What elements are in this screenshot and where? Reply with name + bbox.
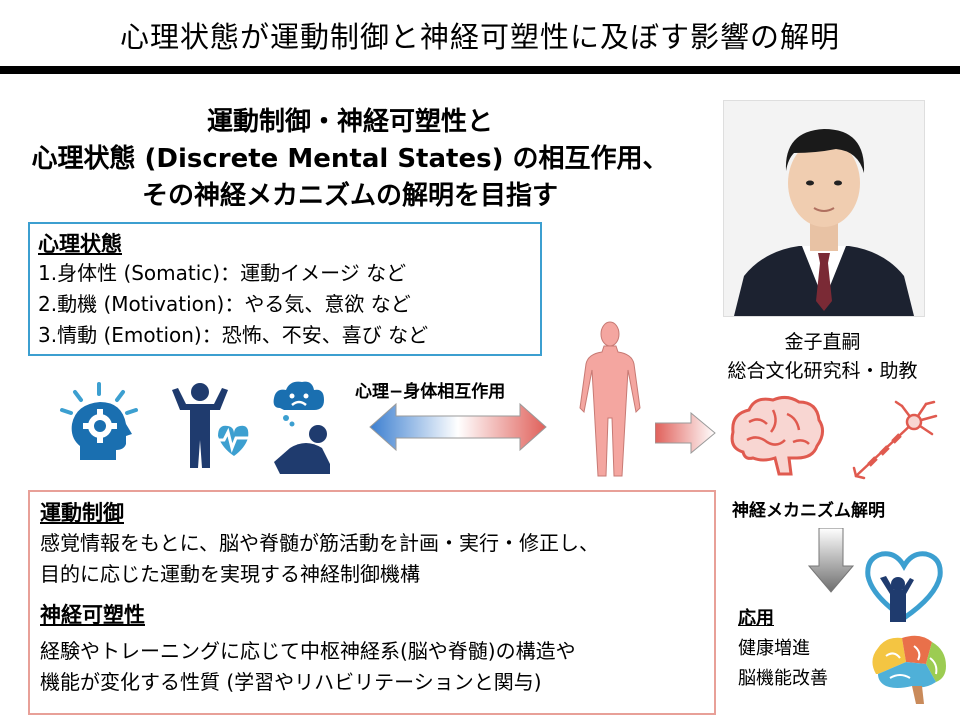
sad-cloud-person-icon xyxy=(270,378,340,474)
motor-control-text: 感覚情報をもとに、脳や脊髄が筋活動を計画・実行・修正し、 xyxy=(40,531,599,555)
definitions-box: 運動制御 感覚情報をもとに、脳や脊髄が筋活動を計画・実行・修正し、 目的に応じた… xyxy=(28,490,716,715)
human-body-icon xyxy=(570,320,650,480)
mental-states-heading: 心理状態 xyxy=(38,232,122,256)
mental-state-item: 2.動機 (Motivation)：やる気、意欲 など xyxy=(38,292,411,316)
lead-line-3: その神経メカニズムの解明を目指す xyxy=(141,181,558,211)
mental-state-item: 1.身体性 (Somatic)：運動イメージ など xyxy=(38,261,407,285)
application-item: 健康増進 xyxy=(738,638,810,659)
lead-statement: 運動制御・神経可塑性と 心理状態 (Discrete Mental States… xyxy=(0,104,700,215)
page-title: 心理状態が運動制御と神経可塑性に及ぼす影響の解明 xyxy=(119,20,840,54)
person-name: 金子直嗣 xyxy=(784,331,861,353)
neural-mechanism-label: 神経メカニズム解明 xyxy=(732,501,885,521)
right-arrow-icon xyxy=(654,411,717,455)
application-item: 脳機能改善 xyxy=(738,668,828,689)
down-arrow-icon xyxy=(807,527,855,594)
lead-line-1: 運動制御・神経可塑性と xyxy=(206,107,493,137)
motor-control-text: 目的に応じた運動を実現する神経制御機構 xyxy=(40,562,420,586)
double-arrow-icon xyxy=(368,402,548,452)
heart-person-icon xyxy=(858,548,950,624)
mental-states-box: 心理状態 1.身体性 (Somatic)：運動イメージ など 2.動機 (Mot… xyxy=(28,222,542,356)
person-heartbeat-icon xyxy=(162,380,250,472)
title-divider xyxy=(0,66,960,74)
colorful-brain-icon xyxy=(866,630,950,706)
person-affiliation: 総合文化研究科・助教 xyxy=(727,360,918,382)
portrait-photo xyxy=(723,100,925,317)
neuron-icon xyxy=(852,400,938,480)
interaction-label: 心理−身体相互作用 xyxy=(355,382,506,402)
plasticity-text: 経験やトレーニングに応じて中枢神経系(脳や脊髄)の構造や xyxy=(40,639,576,663)
lead-line-2: 心理状態 (Discrete Mental States) の相互作用、 xyxy=(31,144,669,174)
mental-state-item: 3.情動 (Emotion)：恐怖、不安、喜び など xyxy=(38,323,429,347)
brain-icon xyxy=(727,392,827,480)
plasticity-text: 機能が変化する性質 (学習やリハビリテーションと関与) xyxy=(40,670,542,694)
head-gear-icon xyxy=(58,380,140,462)
motor-control-heading: 運動制御 xyxy=(40,501,124,525)
application-heading: 応用 xyxy=(738,608,774,629)
plasticity-heading: 神経可塑性 xyxy=(40,603,145,627)
